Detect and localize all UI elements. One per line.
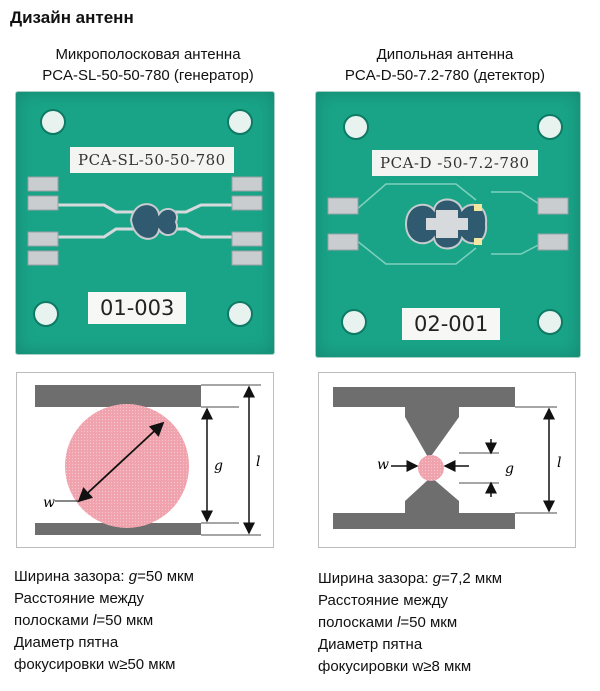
contact-pad bbox=[327, 197, 359, 215]
left-specs: Ширина зазора: g=50 мкм Расстояние между… bbox=[14, 566, 194, 676]
left-pcb-drawing bbox=[27, 109, 263, 327]
right-pcb-photo: PCA-D -50-7.2-780 02-001 bbox=[316, 92, 580, 357]
contact-pad bbox=[231, 176, 263, 192]
right-specs: Ширина зазора: g=7,2 мкм Расстояние межд… bbox=[318, 568, 502, 678]
contact-pad bbox=[231, 195, 263, 211]
label-g: g bbox=[214, 458, 223, 474]
label-g: g bbox=[505, 461, 514, 477]
spec-line: фокусировки w≥50 мкм bbox=[14, 656, 176, 673]
spec-line: полосками l=50 мкм bbox=[14, 612, 154, 629]
bottom-dipole-electrode bbox=[333, 477, 515, 529]
label-w: w bbox=[43, 495, 55, 511]
contact-pad bbox=[537, 233, 569, 251]
right-heading-line2: PCA-D-50-7.2-780 (детектор) bbox=[344, 67, 546, 84]
contact-pad bbox=[27, 231, 59, 247]
right-heading-line1: Дипольная антенна bbox=[376, 46, 514, 63]
left-heading: Микрополосковая антенна PCA-SL-50-50-780… bbox=[3, 44, 293, 86]
right-pcb-id: 02-001 bbox=[402, 308, 501, 340]
top-strip-electrode bbox=[35, 385, 201, 407]
spec-line: Расстояние между bbox=[14, 590, 144, 607]
left-heading-line1: Микрополосковая антенна bbox=[55, 46, 241, 63]
spec-line: Расстояние между bbox=[318, 592, 448, 609]
contact-pad bbox=[537, 197, 569, 215]
spec-line: полосками l=50 мкм bbox=[318, 614, 458, 631]
left-schematic-drawing: w g l bbox=[35, 384, 261, 536]
mounting-hole bbox=[537, 309, 563, 335]
right-pcb-label: PCA-D -50-7.2-780 bbox=[372, 150, 538, 176]
left-heading-line2: PCA-SL-50-50-780 (генератор) bbox=[42, 67, 254, 84]
mounting-hole bbox=[343, 114, 369, 140]
mounting-hole bbox=[341, 309, 367, 335]
contact-pad bbox=[231, 250, 263, 266]
spec-line: Диаметр пятна bbox=[14, 634, 119, 651]
label-w: w bbox=[377, 457, 389, 473]
contact-pad bbox=[27, 176, 59, 192]
left-pcb-label: PCA-SL-50-50-780 bbox=[70, 147, 234, 173]
page-title: Дизайн антенн bbox=[10, 8, 134, 27]
right-pcb-drawing bbox=[327, 114, 569, 335]
mounting-hole bbox=[227, 109, 253, 135]
contact-pad bbox=[231, 231, 263, 247]
right-schematic: w g l bbox=[318, 372, 576, 548]
mounting-hole bbox=[227, 301, 253, 327]
spec-line: Диаметр пятна bbox=[318, 636, 423, 653]
spec-line: фокусировки w≥8 мкм bbox=[318, 658, 472, 675]
contact-pad bbox=[27, 250, 59, 266]
focus-spot bbox=[418, 455, 444, 481]
mounting-hole bbox=[33, 301, 59, 327]
right-schematic-drawing: w g l bbox=[333, 387, 561, 529]
right-heading: Дипольная антенна PCA-D-50-7.2-780 (дете… bbox=[300, 44, 590, 86]
spec-line: Ширина зазора: g=7,2 мкм bbox=[318, 570, 503, 587]
mounting-hole bbox=[537, 114, 563, 140]
left-pcb-id: 01-003 bbox=[88, 292, 187, 324]
contact-pad bbox=[27, 195, 59, 211]
left-schematic: w g l bbox=[16, 372, 274, 548]
focus-spot bbox=[65, 404, 189, 528]
antenna-cutout bbox=[129, 203, 178, 240]
label-l: l bbox=[256, 454, 260, 470]
label-l: l bbox=[557, 455, 561, 471]
spec-line: Ширина зазора: g=50 мкм bbox=[14, 568, 194, 585]
left-pcb-photo: PCA-SL-50-50-780 01-003 bbox=[16, 92, 274, 354]
contact-pad bbox=[327, 233, 359, 251]
mounting-hole bbox=[40, 109, 66, 135]
bottom-strip-electrode bbox=[35, 523, 201, 535]
top-dipole-electrode bbox=[333, 387, 515, 459]
dipole-electrode bbox=[426, 210, 468, 238]
